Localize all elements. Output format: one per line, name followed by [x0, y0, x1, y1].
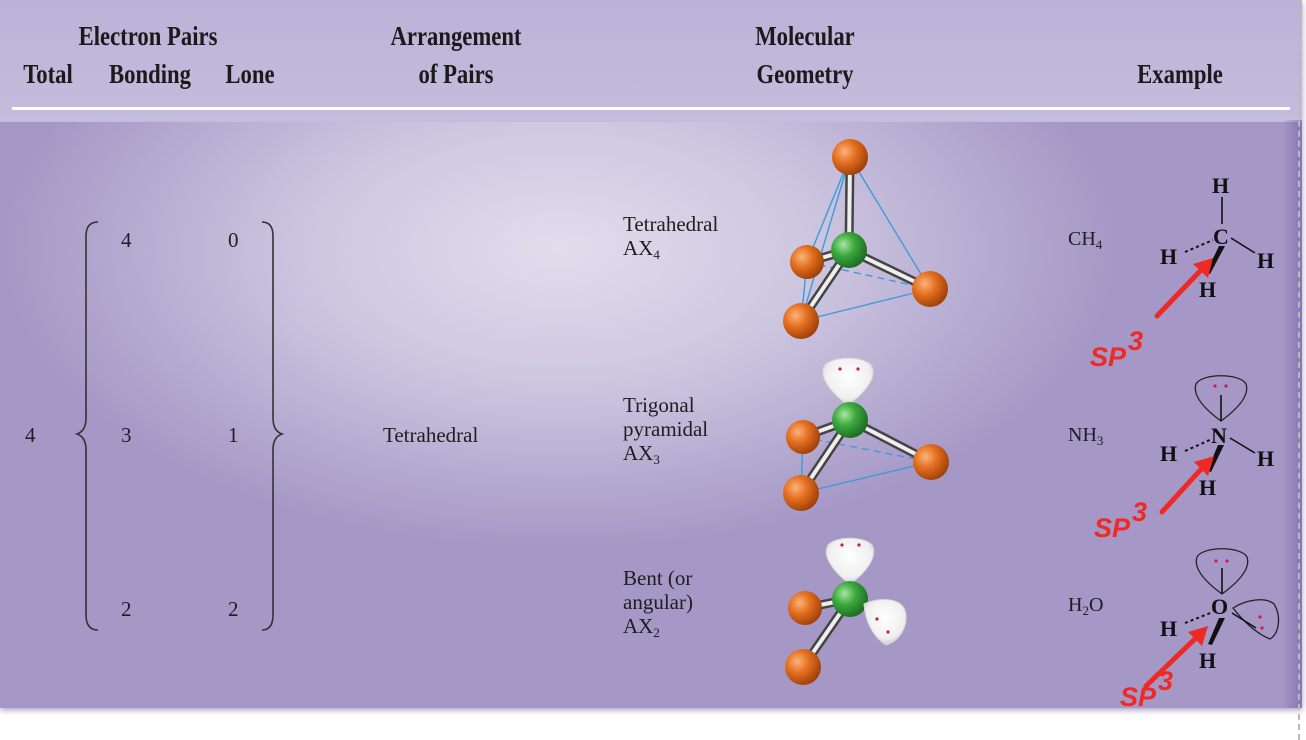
geometry-name-row2-line2: pyramidal — [623, 417, 709, 441]
lone-pair-orbital — [1194, 375, 1248, 422]
header-band — [0, 0, 1302, 122]
total-pairs-value: 4 — [25, 423, 36, 447]
outer-atom-top — [832, 139, 868, 175]
hybrid-label-nh3: SP3 — [1094, 497, 1148, 543]
lone-pair-lobe-top — [826, 537, 874, 585]
bonding-value-row2: 3 — [121, 423, 132, 447]
geometry-ax-row3: AX2 — [623, 614, 660, 640]
geometry-name-row2-line1: Trigonal — [623, 393, 695, 417]
atom-center-n: N — [1211, 423, 1227, 448]
structure-h2o: O H H — [1160, 548, 1280, 673]
header-geometry: Geometry — [756, 59, 854, 89]
geometry-label-row3: Bent (or angular) AX2 — [623, 566, 693, 645]
crop-dashed-line — [1298, 0, 1300, 740]
structure-ch4: H C H H H — [1160, 173, 1274, 302]
lone-pair-lobe-right — [863, 599, 907, 646]
outer-atom-left — [790, 245, 824, 279]
atom-h: H — [1199, 475, 1216, 500]
tetrahedral-bonds — [796, 155, 935, 326]
outer-atom-left — [786, 420, 820, 454]
example-formula-nh3: NH3 — [1068, 424, 1104, 448]
central-atom — [832, 402, 868, 438]
atom-h: H — [1199, 277, 1216, 302]
header-lone: Lone — [225, 59, 275, 89]
tetrahedral-model — [783, 139, 948, 339]
atom-h: H — [1160, 616, 1177, 641]
lone-pair-orbital-right — [1232, 599, 1280, 640]
geometry-name-row3-line2: angular) — [623, 590, 693, 614]
header-arrangement: Arrangement — [390, 21, 522, 51]
header-of-pairs: of Pairs — [418, 59, 494, 89]
geometry-label-row1: Tetrahedral AX4 — [623, 212, 718, 267]
central-atom — [832, 581, 868, 617]
atom-h: H — [1199, 648, 1216, 673]
geometry-name-row1: Tetrahedral — [623, 212, 719, 236]
outer-atom-left — [788, 591, 822, 625]
geometry-label-row2: Trigonal pyramidal AX3 — [623, 393, 708, 472]
panel-shadow-edge — [1282, 120, 1302, 708]
left-brace — [74, 221, 99, 631]
structure-nh3: N H H H — [1160, 375, 1274, 500]
header-rule — [12, 107, 1290, 110]
outer-atom-bottom — [783, 475, 819, 511]
hybridization-arrows — [1143, 258, 1214, 689]
atom-center-c: C — [1213, 224, 1229, 249]
outer-atom-right — [913, 444, 949, 480]
outer-atom-right — [912, 271, 948, 307]
trigonal-pyramidal-model — [783, 357, 949, 511]
atom-h: H — [1160, 244, 1177, 269]
atom-h: H — [1212, 173, 1229, 198]
outer-atom-bottom — [783, 303, 819, 339]
bonding-value-row1: 4 — [121, 228, 132, 252]
header-electron-pairs: Electron Pairs — [78, 21, 218, 51]
lone-pair-lobe — [822, 357, 874, 406]
lone-pair-orbital-top — [1195, 548, 1249, 595]
geometry-name-row3-line1: Bent (or — [623, 566, 693, 590]
hybrid-label-ch4: SP3 — [1090, 326, 1144, 372]
right-brace — [261, 221, 285, 631]
bent-model — [785, 537, 907, 685]
header-molecular: Molecular — [755, 21, 855, 51]
atom-h: H — [1257, 248, 1274, 273]
header-total: Total — [23, 59, 73, 89]
lone-value-row2: 1 — [228, 423, 239, 447]
hybrid-label-h2o: SP3 — [1120, 666, 1174, 712]
arrangement-value: Tetrahedral — [383, 423, 479, 447]
pyramidal-bonds — [796, 415, 936, 498]
atom-h: H — [1257, 446, 1274, 471]
header-bonding: Bonding — [109, 59, 191, 89]
header-example: Example — [1137, 59, 1223, 89]
lone-value-row1: 0 — [228, 228, 239, 252]
lone-value-row3: 2 — [228, 597, 239, 621]
atom-center-o: O — [1211, 594, 1228, 619]
bonding-value-row3: 2 — [121, 597, 132, 621]
geometry-ax-row2: AX3 — [623, 441, 660, 467]
outer-atom-bottom — [785, 649, 821, 685]
atom-h: H — [1160, 441, 1177, 466]
example-formula-h2o: H2O — [1068, 594, 1104, 618]
example-formula-ch4: CH4 — [1068, 228, 1103, 252]
central-atom — [831, 232, 867, 268]
geometry-ax-row1: AX4 — [623, 236, 660, 262]
